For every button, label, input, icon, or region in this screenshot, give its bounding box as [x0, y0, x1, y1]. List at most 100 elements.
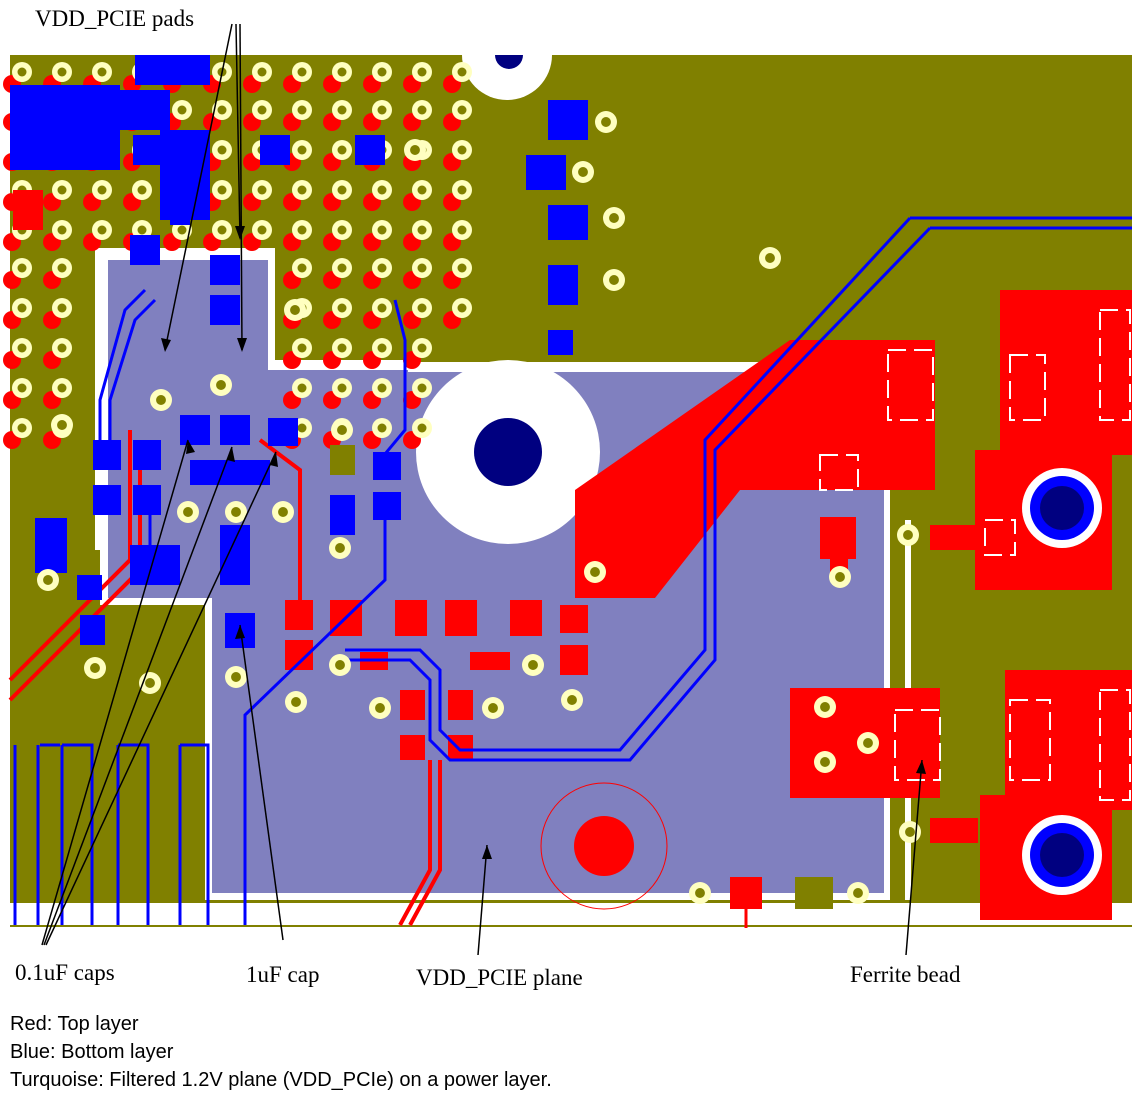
via-drill — [417, 423, 427, 433]
via-drill — [335, 543, 345, 553]
pcb-layout-view — [3, 23, 1132, 956]
via-drill — [417, 225, 427, 235]
via-drill — [297, 343, 307, 353]
legend-turquoise: Turquoise: Filtered 1.2V plane (VDD_PCIe… — [10, 1069, 552, 1091]
via-drill — [337, 343, 347, 353]
via-drill — [377, 343, 387, 353]
via-drill — [578, 167, 588, 177]
via-drill — [609, 275, 619, 285]
via-drill — [231, 507, 241, 517]
via-drill — [457, 105, 467, 115]
via-drill — [528, 660, 538, 670]
via-drill — [375, 703, 385, 713]
via-drill — [90, 663, 100, 673]
via-drill — [601, 117, 611, 127]
via-drill — [377, 67, 387, 77]
via-drill — [257, 185, 267, 195]
via-drill — [695, 888, 705, 898]
legend-blue: Blue: Bottom layer — [10, 1041, 174, 1063]
via-drill — [297, 185, 307, 195]
via-drill — [377, 423, 387, 433]
via-drill — [297, 105, 307, 115]
via-drill — [57, 225, 67, 235]
top-layer-copper — [8, 190, 1132, 928]
via-drill — [903, 530, 913, 540]
via-drill — [57, 303, 67, 313]
via-drill — [488, 703, 498, 713]
via-drill — [457, 145, 467, 155]
via-drill — [337, 303, 347, 313]
via-drill — [337, 105, 347, 115]
via-drill — [217, 185, 227, 195]
via-drill — [417, 263, 427, 273]
via-drill — [297, 145, 307, 155]
via-drill — [217, 145, 227, 155]
via-drill — [417, 383, 427, 393]
via-drill — [17, 423, 27, 433]
via-drill — [417, 185, 427, 195]
via-drill — [377, 303, 387, 313]
via-drill — [297, 67, 307, 77]
callout-arrowheads — [161, 226, 926, 859]
via-drill — [17, 67, 27, 77]
callout-arrows — [41, 23, 923, 956]
via-drill — [278, 507, 288, 517]
via-drill — [137, 225, 147, 235]
via-drill — [335, 660, 345, 670]
via-drill — [57, 263, 67, 273]
via-drill — [337, 263, 347, 273]
via-drill — [216, 380, 226, 390]
via-drill — [457, 303, 467, 313]
via-drill — [905, 827, 915, 837]
via-drill — [291, 697, 301, 707]
mounting-hole-top — [462, 55, 552, 100]
via-drill — [97, 225, 107, 235]
via-drill — [257, 225, 267, 235]
via-drill — [257, 67, 267, 77]
via-drill — [417, 67, 427, 77]
label-ferrite-bead: Ferrite bead — [850, 962, 961, 987]
via-drill — [257, 105, 267, 115]
via-drill — [590, 567, 600, 577]
via-drill — [609, 213, 619, 223]
via-drill — [177, 105, 187, 115]
via-drill — [410, 145, 420, 155]
connector-vias — [1022, 468, 1102, 895]
via-drill — [297, 383, 307, 393]
via-drill — [290, 305, 300, 315]
via-drill — [97, 185, 107, 195]
via-drill — [337, 67, 347, 77]
via-drill — [57, 343, 67, 353]
via-drill — [377, 225, 387, 235]
label-01uf-caps: 0.1uF caps — [15, 960, 115, 985]
via-drill — [835, 572, 845, 582]
via-drill — [57, 420, 67, 430]
via-drill — [457, 225, 467, 235]
via-drill — [231, 672, 241, 682]
via-drill — [57, 67, 67, 77]
label-vdd-pcie-pads: VDD_PCIE pads — [35, 6, 195, 31]
via-drill — [17, 383, 27, 393]
color-legend: Red: Top layer Blue: Bottom layer Turquo… — [10, 1010, 552, 1094]
mounting-hole-center — [416, 360, 600, 544]
via-drill — [820, 757, 830, 767]
via-drill — [377, 185, 387, 195]
via-drill — [377, 105, 387, 115]
via-drill — [337, 383, 347, 393]
via-drill — [183, 507, 193, 517]
via-drill — [457, 185, 467, 195]
via-drill — [17, 263, 27, 273]
via-drill — [57, 383, 67, 393]
via-drill — [337, 225, 347, 235]
via-drill — [43, 575, 53, 585]
via-drill — [297, 225, 307, 235]
bottom-layer-copper — [10, 55, 1132, 925]
via-drill — [177, 225, 187, 235]
via-drill — [297, 263, 307, 273]
via-drill — [156, 395, 166, 405]
via-drill — [765, 253, 775, 263]
via-drill — [297, 423, 307, 433]
test-pad-bottom — [540, 782, 668, 910]
via-drill — [863, 738, 873, 748]
via-drill — [337, 145, 347, 155]
